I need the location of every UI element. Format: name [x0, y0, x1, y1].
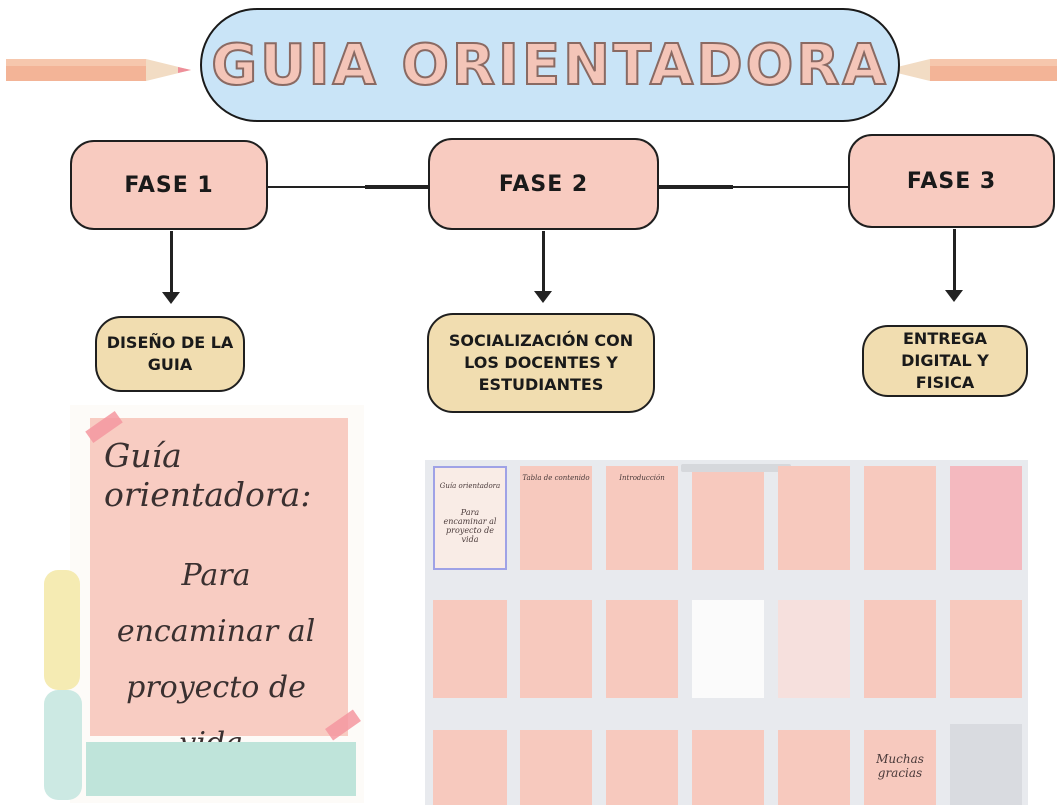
slide-thumbnail[interactable] — [606, 730, 678, 805]
cover-subtitle: Para encaminar al proyecto de vida. — [116, 558, 316, 761]
phase-2-box: FASE 2 — [428, 138, 659, 230]
puzzle-decoration-icon — [44, 570, 80, 690]
arrow-2-head-icon — [534, 291, 552, 303]
slide-thumbnail[interactable] — [950, 600, 1022, 698]
slide-thumbnail[interactable] — [433, 730, 507, 805]
slide-heading: Muchas gracias — [876, 752, 924, 780]
arrow-3-head-icon — [945, 290, 963, 302]
slide-thumbnail[interactable] — [864, 466, 936, 570]
slide-thumbnail[interactable] — [692, 600, 764, 698]
arrow-2-shaft — [542, 231, 545, 292]
step-1-label: DISEÑO DE LA GUIA — [106, 333, 234, 374]
step-3-box: ENTREGA DIGITAL Y FISICA — [862, 325, 1028, 397]
title-banner: GUIA ORIENTADORA — [200, 8, 900, 122]
arrow-1-head-icon — [162, 292, 180, 304]
step-3-label: ENTREGA DIGITAL Y FISICA — [901, 329, 989, 392]
pencil-left-icon — [6, 59, 191, 81]
cover-footer-band — [86, 742, 356, 796]
arrow-1-shaft — [170, 231, 173, 293]
slide-thumbnail[interactable] — [950, 466, 1022, 570]
slide-thumbnail[interactable] — [864, 600, 936, 698]
connector-bar-1 — [365, 185, 433, 189]
slide-thumbnail[interactable] — [778, 730, 850, 805]
teal-decoration-icon — [44, 690, 82, 800]
page-title: GUIA ORIENTADORA — [210, 32, 889, 99]
slide-thumbnail[interactable]: Tabla de contenido — [520, 466, 592, 570]
toolbar-icons — [681, 464, 791, 472]
pencil-right-icon — [885, 59, 1057, 81]
slide-thumbnail[interactable]: Muchas gracias — [864, 730, 936, 805]
slide-heading: Tabla de contenido — [522, 474, 590, 482]
step-2-label: SOCIALIZACIÓN CON LOS DOCENTES Y ESTUDIA… — [448, 331, 634, 394]
slide-thumbnail[interactable] — [950, 724, 1022, 805]
slide-thumbnail-grid: Guía orientadora Para encaminar al proye… — [425, 460, 1028, 805]
slide-heading: Guía orientadora — [439, 482, 501, 490]
slide-thumbnail[interactable] — [433, 600, 507, 698]
slide-thumbnail[interactable] — [520, 730, 592, 805]
step-2-box: SOCIALIZACIÓN CON LOS DOCENTES Y ESTUDIA… — [427, 313, 655, 413]
slide-thumbnail[interactable] — [606, 600, 678, 698]
slide-thumbnail[interactable] — [692, 730, 764, 805]
slide-heading: Introducción — [619, 474, 665, 482]
arrow-3-shaft — [953, 229, 956, 291]
slide-thumbnail[interactable] — [692, 472, 764, 570]
connector-line-1 — [268, 186, 433, 188]
slide-thumbnail[interactable] — [778, 600, 850, 698]
connector-bar-2 — [658, 185, 733, 189]
cover-title: Guía orientadora: — [104, 436, 312, 514]
slide-thumbnail[interactable]: Guía orientadora Para encaminar al proye… — [433, 466, 507, 570]
step-1-box: DISEÑO DE LA GUIA — [95, 316, 245, 392]
slide-thumbnail[interactable] — [778, 466, 850, 570]
phase-1-label: FASE 1 — [124, 172, 214, 198]
slide-thumbnail[interactable] — [520, 600, 592, 698]
phase-3-label: FASE 3 — [906, 168, 997, 194]
slide-body: Para encaminar al proyecto de vida — [443, 508, 497, 544]
slide-thumbnail[interactable]: Introducción — [606, 466, 678, 570]
cover-pink-panel — [90, 418, 348, 736]
phase-1-box: FASE 1 — [70, 140, 268, 230]
connector-line-2 — [658, 186, 848, 188]
phase-3-box: FASE 3 — [848, 134, 1055, 228]
phase-2-label: FASE 2 — [498, 171, 589, 197]
